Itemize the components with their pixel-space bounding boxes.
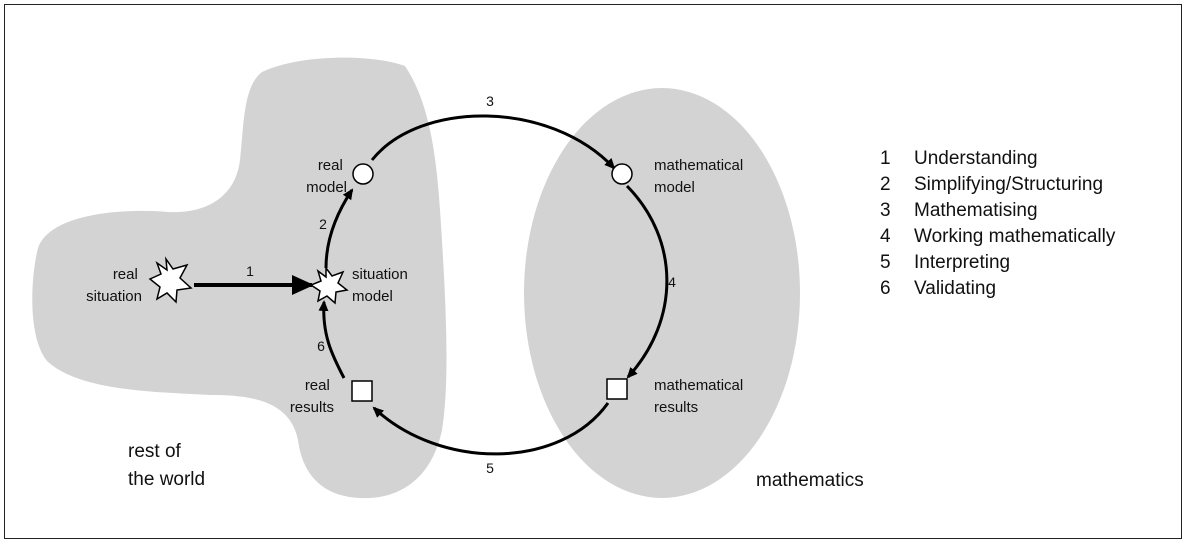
real-results-square-icon <box>351 380 373 402</box>
step-number-1: 1 <box>246 263 254 279</box>
step-number-3: 3 <box>486 93 494 109</box>
arrow-mathematising <box>370 114 616 170</box>
legend-label: Interpreting <box>914 252 1010 273</box>
real-situation-label: real situation <box>86 266 142 305</box>
legend-number: 3 <box>880 200 891 221</box>
mathematics-label: mathematics <box>756 470 864 491</box>
step-number-2: 2 <box>319 216 327 232</box>
legend: 1 Understanding 2 Simplifying/Structurin… <box>880 148 1116 299</box>
real-results-label: real results <box>290 377 334 416</box>
real-model-label: real model <box>306 157 347 196</box>
legend-number: 5 <box>880 252 891 273</box>
legend-label: Understanding <box>914 148 1038 169</box>
real-situation-star-icon <box>148 256 193 304</box>
legend-item: 4 Working mathematically <box>880 226 1116 247</box>
legend-label: Working mathematically <box>914 226 1116 247</box>
situation-model-star-icon <box>309 265 349 305</box>
legend-number: 6 <box>880 278 891 299</box>
rest-of-world-label: rest of the world <box>128 441 205 490</box>
rest-of-world-region <box>32 57 447 499</box>
arrow-validating <box>318 300 346 379</box>
step-number-6: 6 <box>317 338 325 354</box>
situation-model-label: situation model <box>352 266 412 305</box>
legend-item: 6 Validating <box>880 278 996 299</box>
step-number-4: 4 <box>668 274 676 290</box>
legend-number: 2 <box>880 174 891 195</box>
legend-label: Validating <box>914 278 996 299</box>
legend-item: 3 Mathematising <box>880 200 1038 221</box>
step-number-5: 5 <box>486 460 494 476</box>
arrow-simplifying <box>324 188 354 269</box>
mathematical-results-label: mathematical results <box>654 377 747 416</box>
mathematics-region <box>524 88 800 498</box>
arrow-interpreting <box>372 402 610 456</box>
real-model-circle-icon <box>352 163 374 185</box>
legend-item: 5 Interpreting <box>880 252 1010 273</box>
legend-item: 1 Understanding <box>880 148 1038 169</box>
legend-number: 4 <box>880 226 891 247</box>
legend-label: Mathematising <box>914 200 1038 221</box>
legend-number: 1 <box>880 148 891 169</box>
legend-item: 2 Simplifying/Structuring <box>880 174 1103 195</box>
arrow-working-mathematically <box>625 184 669 379</box>
mathematical-model-label: mathematical model <box>654 157 747 196</box>
mathematical-results-square-icon <box>606 378 628 400</box>
legend-label: Simplifying/Structuring <box>914 174 1103 195</box>
mathematical-model-circle-icon <box>611 163 633 185</box>
